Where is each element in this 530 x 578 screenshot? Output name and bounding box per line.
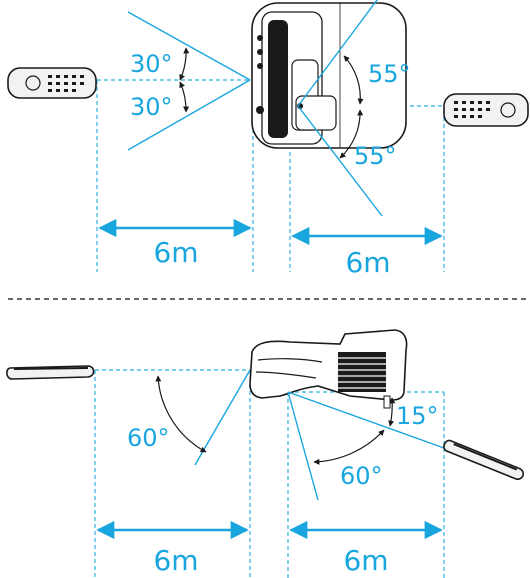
front-receiver-fan — [127, 11, 251, 151]
projector-top-view — [251, 2, 407, 149]
rear-receiver-fan — [297, 0, 383, 217]
top-view: 30° 30° 55° 55° 6m 6m — [7, 0, 529, 279]
top-distance-rear-label: 6m — [345, 246, 390, 279]
top-angle-front-lower-label: 30° — [130, 93, 173, 121]
remote-side-left — [6, 365, 95, 380]
front-angle-arc-lower — [179, 81, 190, 113]
top-angle-rear-upper-label: 55° — [368, 60, 411, 88]
remote-control-right — [443, 93, 529, 127]
side-angle-rear-lower-label: 60° — [340, 462, 383, 490]
top-angle-front-upper-label: 30° — [130, 50, 173, 78]
rear-angle-arc-lower — [339, 109, 364, 159]
side-rear-angle-arc-lower — [313, 429, 385, 465]
remote-control-left — [7, 67, 97, 99]
projector-side-view — [249, 329, 408, 409]
side-angle-front-label: 60° — [127, 424, 170, 452]
front-angle-arc-upper — [179, 47, 190, 81]
top-angle-rear-lower-label: 55° — [354, 142, 397, 170]
side-angle-rear-upper-label: 15° — [396, 402, 439, 430]
top-distance-front-label: 6m — [153, 236, 198, 269]
side-view: 60° 15° 60° 6m 6m — [6, 329, 525, 578]
rear-angle-arc-upper — [343, 55, 364, 105]
side-distance-front-label: 6m — [153, 544, 198, 577]
side-distance-rear-label: 6m — [343, 544, 388, 577]
remote-side-right — [443, 439, 525, 481]
side-rear-fan-lines — [287, 391, 445, 501]
side-front-angle-arc — [155, 375, 207, 453]
side-rear-angle-arc-upper — [388, 397, 396, 427]
